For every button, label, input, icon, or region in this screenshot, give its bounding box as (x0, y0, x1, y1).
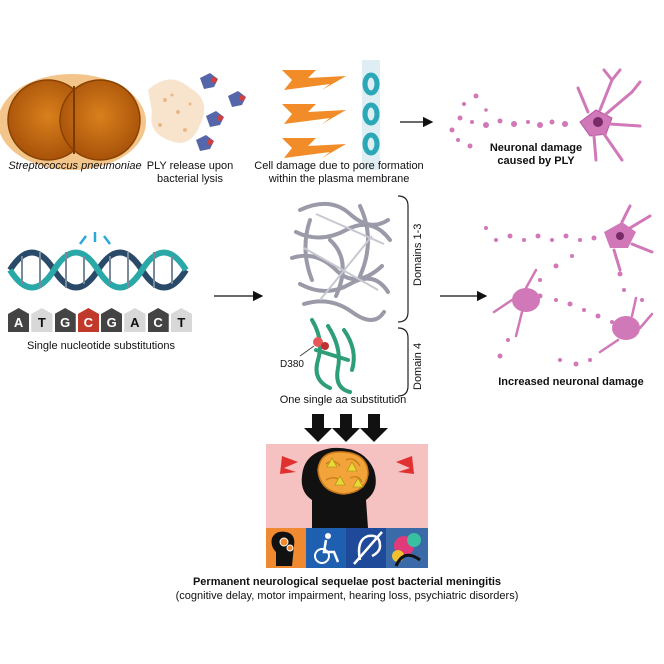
nucleotide-box: C (147, 308, 169, 332)
sequelae-title: Permanent neurological sequelae post bac… (192, 576, 502, 588)
increased-damage-label: Increased neuronal damage (498, 376, 644, 388)
domains-1-3-label: Domains 1-3 (412, 223, 424, 286)
cell-damage-label-line-2: within the plasma membrane (268, 173, 410, 185)
nucleotide-box: T (170, 308, 192, 332)
nucleotide-letter: A (130, 315, 140, 330)
nucleotide-letter: G (60, 315, 71, 330)
cell-damage-label: Cell damage due to pore formation within… (246, 160, 432, 186)
domain-4-label: Domain 4 (412, 342, 424, 390)
brain-head-icon (266, 444, 428, 528)
nucleotide-box: C (77, 308, 99, 332)
nucleotide-box: A (124, 308, 146, 332)
neuronal-damage-label: Neuronal damage caused by PLY (466, 142, 606, 168)
substitution-label: One single aa substitution (279, 394, 407, 406)
nucleotide-box: G (101, 308, 123, 332)
snp-label: Single nucleotide substitutions (27, 340, 175, 352)
neuronal-damage-label-line-2: caused by PLY (497, 155, 575, 167)
residue-label: D380 (280, 359, 304, 370)
down-arrows-icon (304, 414, 388, 442)
damaged-neurons-icon (484, 204, 654, 367)
ply-release-icon (148, 73, 246, 151)
nucleotide-letter: G (106, 315, 117, 330)
nucleotide-letter: T (37, 315, 46, 330)
nucleotide-letter: T (177, 315, 186, 330)
neuronal-damage-label-line-1: Neuronal damage (489, 142, 583, 154)
lightning-icon (282, 70, 346, 158)
nucleotide-box: T (31, 308, 53, 332)
ply-release-label-line-1: PLY release upon (146, 160, 234, 172)
ply-release-label-line-2: bacterial lysis (156, 173, 224, 185)
nucleotide-letter: C (83, 315, 94, 330)
protein-structure-icon (290, 202, 392, 394)
nucleotide-box: G (54, 308, 76, 332)
domain-bracket (397, 195, 409, 397)
dna-helix-icon (7, 232, 189, 291)
neuron-icon (449, 68, 642, 162)
nucleotide-box: A (8, 308, 30, 332)
bacterium-icon (0, 74, 146, 170)
bacterium-label: Streptococcus pneumoniae (8, 160, 142, 172)
ply-release-label: PLY release upon bacterial lysis (140, 160, 240, 186)
nucleotide-letter: A (13, 315, 24, 330)
nucleotide-letter: C (153, 315, 163, 330)
membrane-pore-icon (362, 60, 380, 170)
cell-damage-label-line-1: Cell damage due to pore formation (254, 160, 424, 172)
sequelae-subtitle: (cognitive delay, motor impairment, hear… (175, 590, 519, 602)
